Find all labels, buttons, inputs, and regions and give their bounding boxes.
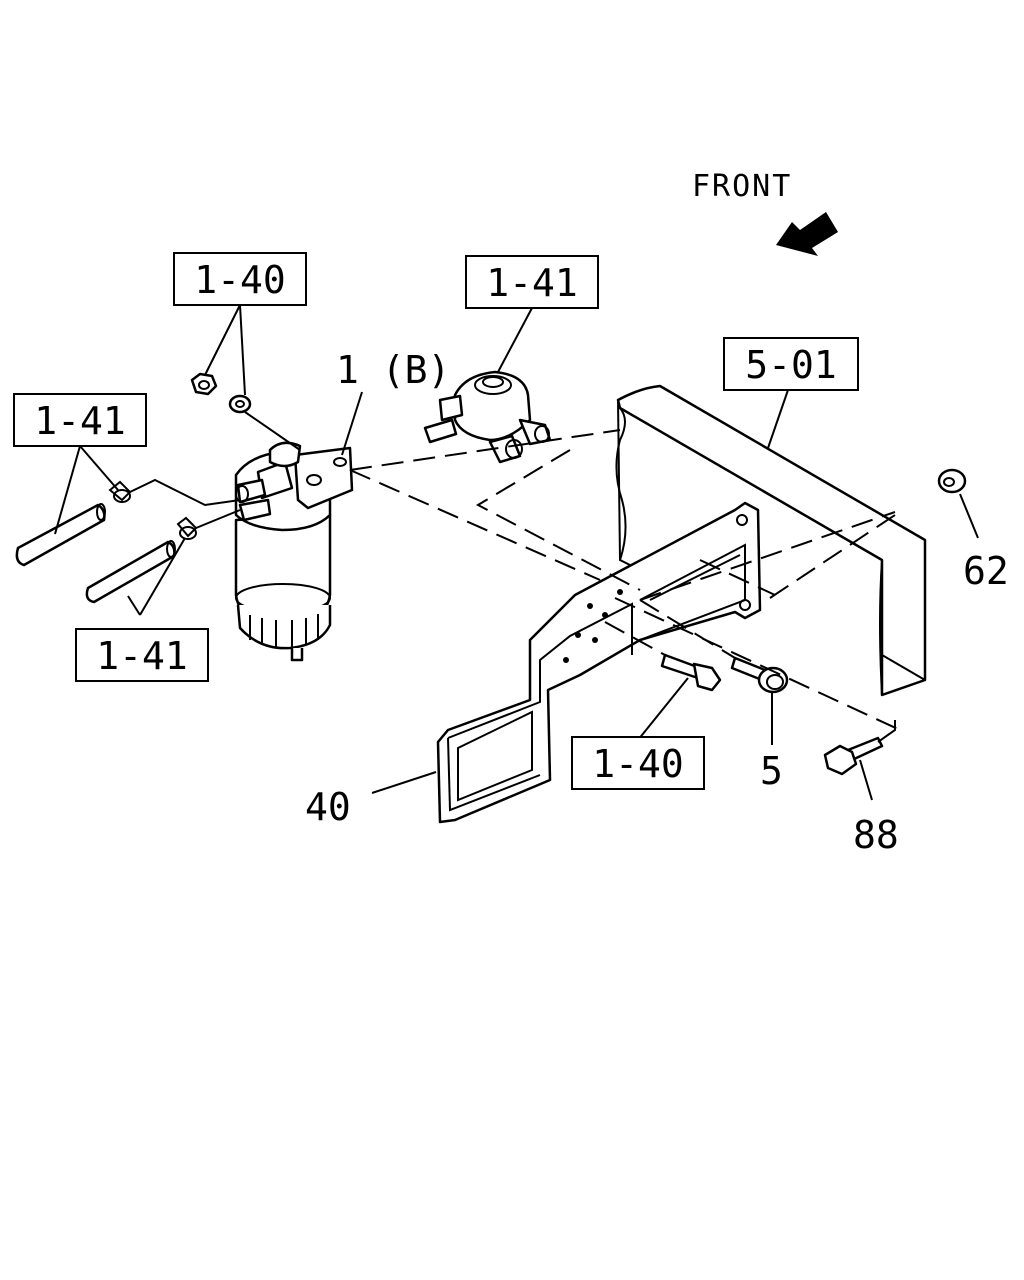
svg-text:1-40: 1-40 xyxy=(592,742,684,786)
assembly-lines xyxy=(129,411,901,743)
part-label-40: 40 xyxy=(305,785,351,829)
callout-1-41-lower: 1-41 xyxy=(75,628,209,682)
part-label-88: 88 xyxy=(853,813,899,857)
leader-lines xyxy=(54,304,979,801)
front-arrow-icon xyxy=(776,212,838,256)
nut-1-40 xyxy=(190,372,218,396)
hose-upper xyxy=(15,480,132,567)
callout-1-40-bottom: 1-40 xyxy=(571,736,705,790)
bolt-88 xyxy=(823,736,884,776)
svg-text:1-40: 1-40 xyxy=(194,258,286,302)
bolt-1-40 xyxy=(660,653,722,692)
frame-rail xyxy=(615,384,927,697)
svg-text:1-41: 1-41 xyxy=(486,261,578,305)
svg-text:5-01: 5-01 xyxy=(745,343,837,387)
svg-text:1-41: 1-41 xyxy=(34,399,126,443)
callout-1-41-left: 1-41 xyxy=(13,393,147,447)
part-label-62: 62 xyxy=(963,549,1009,593)
washer-1-40 xyxy=(228,394,252,414)
svg-text:1-41: 1-41 xyxy=(96,634,188,678)
bracket-40 xyxy=(436,501,762,824)
front-label: FRONT xyxy=(692,169,792,204)
part-label-1b: 1 (B) xyxy=(336,348,450,392)
part-label-5: 5 xyxy=(760,749,783,793)
callout-5-01: 5-01 xyxy=(723,337,859,391)
bolt-5 xyxy=(730,656,789,694)
callout-1-41-top: 1-41 xyxy=(465,255,599,309)
fuel-filter-1b xyxy=(234,441,354,662)
nut-62 xyxy=(937,468,967,494)
hose-lower xyxy=(85,516,198,604)
callout-1-40-top: 1-40 xyxy=(173,252,307,306)
priming-pump xyxy=(423,370,552,464)
